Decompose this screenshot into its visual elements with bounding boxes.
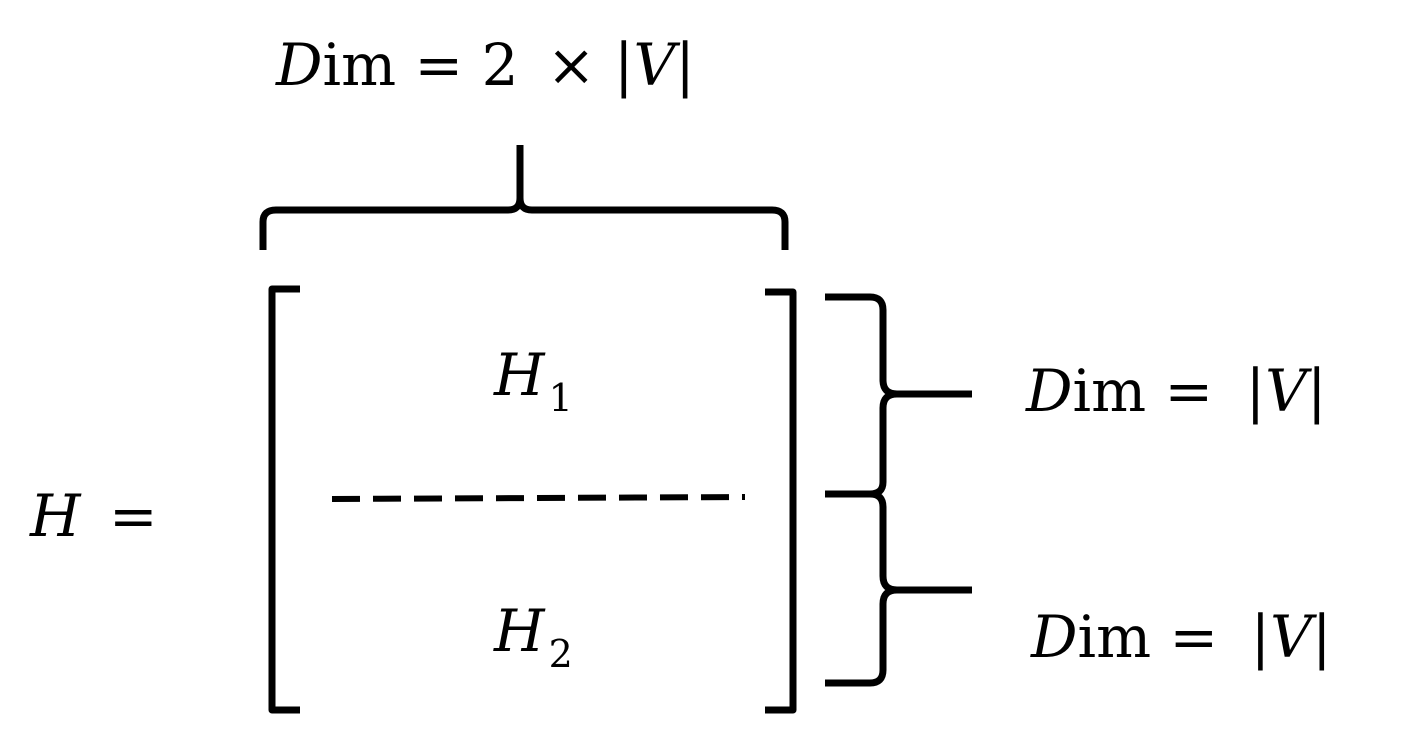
lower-dimension-label: Dim = |V| bbox=[1031, 608, 1332, 666]
block-h1-symbol: H bbox=[494, 341, 545, 409]
factor-value: 2 bbox=[481, 31, 519, 99]
upper-abs-bar-right: | bbox=[1307, 357, 1327, 425]
lower-abs-bar-left: | bbox=[1250, 603, 1271, 671]
matrix-left-bracket bbox=[268, 285, 300, 714]
lower-set-symbol: V bbox=[1270, 603, 1312, 671]
matrix-symbol: H bbox=[30, 482, 81, 550]
top-dimension-label: Dim = 2 × |V| bbox=[276, 36, 695, 94]
lower-dim-rest: im bbox=[1077, 603, 1152, 671]
upper-dimension-label: Dim = |V| bbox=[1026, 362, 1327, 420]
top-curly-brace bbox=[259, 145, 789, 250]
times-sign: × bbox=[546, 31, 596, 99]
matrix-lhs-label: H = bbox=[30, 487, 158, 545]
abs-bar-right: | bbox=[675, 31, 695, 99]
block-h1-index: 1 bbox=[548, 376, 573, 420]
equals-sign: = bbox=[414, 31, 464, 99]
lower-abs-bar-right: | bbox=[1312, 603, 1332, 671]
lower-right-curly-brace bbox=[825, 490, 972, 687]
dim-letter: D bbox=[276, 31, 323, 99]
lhs-equals-sign: = bbox=[109, 482, 158, 550]
dim-rest: im bbox=[322, 31, 397, 99]
upper-abs-bar-left: | bbox=[1245, 357, 1266, 425]
block-h2-symbol: H bbox=[494, 597, 545, 665]
upper-right-curly-brace bbox=[825, 293, 972, 498]
block-h2-index: 2 bbox=[548, 632, 573, 676]
upper-equals-sign: = bbox=[1164, 357, 1214, 425]
lower-dim-letter: D bbox=[1031, 603, 1078, 671]
upper-dim-rest: im bbox=[1072, 357, 1147, 425]
block-partition-dashed-line bbox=[331, 494, 746, 502]
upper-set-symbol: V bbox=[1265, 357, 1307, 425]
abs-bar-left: | bbox=[613, 31, 634, 99]
upper-dim-letter: D bbox=[1026, 357, 1073, 425]
lower-equals-sign: = bbox=[1169, 603, 1219, 671]
matrix-right-bracket bbox=[765, 288, 797, 714]
set-symbol: V bbox=[633, 31, 676, 99]
